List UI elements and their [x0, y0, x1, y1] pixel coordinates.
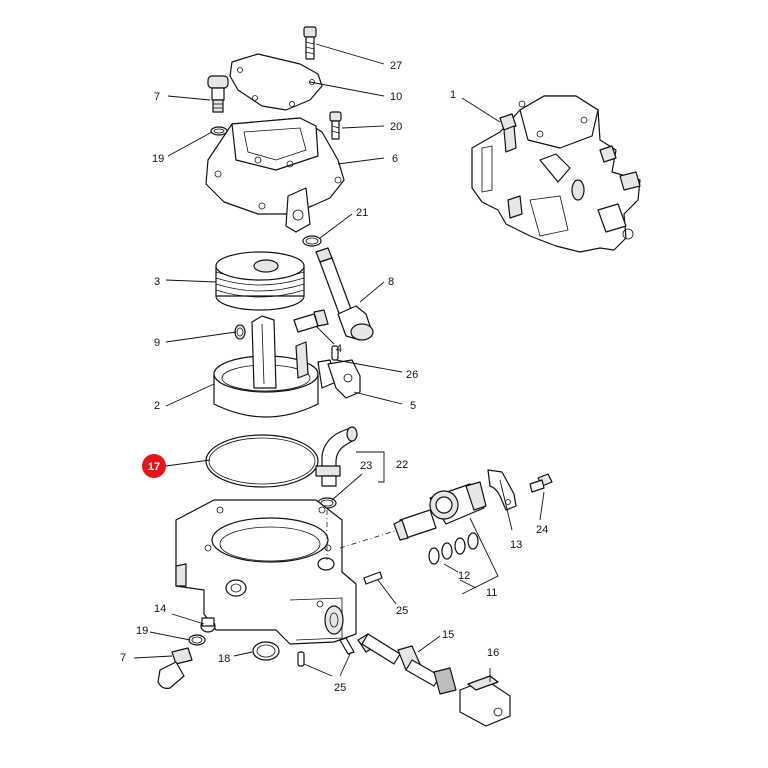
callout-10: 10: [390, 91, 402, 103]
part-21-oring[interactable]: [302, 235, 322, 247]
callout-2: 2: [154, 400, 160, 412]
callout-3: 3: [154, 276, 160, 288]
part-1-assembled-unit[interactable]: [471, 95, 641, 253]
highlight-callout-17[interactable]: 17: [142, 454, 166, 478]
callout-12: 12: [458, 570, 470, 582]
callout-22: 22: [396, 459, 408, 471]
part-24-screw[interactable]: [529, 473, 553, 493]
center-lines: [326, 510, 399, 560]
part-19-oring-top[interactable]: [210, 126, 228, 136]
callout-26: 26: [406, 369, 418, 381]
callout-21: 21: [356, 207, 368, 219]
part-22-elbow-fitting[interactable]: [315, 426, 358, 487]
part-12-orings[interactable]: [428, 532, 479, 565]
callout-8: 8: [388, 276, 394, 288]
part-7-plug-top[interactable]: [207, 75, 229, 113]
part-15-valve-cartridge[interactable]: [357, 633, 457, 695]
part-4-short-bolt[interactable]: [293, 309, 329, 333]
highlight-badge: [142, 454, 166, 478]
part-25-pin-right[interactable]: [363, 571, 383, 585]
part-9-oring[interactable]: [234, 324, 246, 340]
filter-base-housing[interactable]: [175, 499, 357, 645]
callout-19-top: 19: [152, 153, 164, 165]
callout-9: 9: [154, 337, 160, 349]
callout-27: 27: [390, 60, 402, 72]
callout-11: 11: [486, 587, 497, 599]
callout-4: 4: [336, 343, 342, 355]
part-3-filter-element[interactable]: [215, 251, 305, 311]
part-16-connector[interactable]: [459, 675, 511, 727]
part-10-cover-plate[interactable]: [229, 53, 323, 111]
callout-25-right: 25: [396, 605, 408, 617]
callout-24: 24: [536, 524, 548, 536]
callout-13: 13: [510, 539, 522, 551]
part-7-plug-bottom[interactable]: [157, 647, 193, 689]
callout-14: 14: [154, 603, 166, 615]
part-11-solenoid-valve[interactable]: [393, 481, 487, 541]
part-2-bowl[interactable]: [213, 315, 337, 418]
callout-20: 20: [390, 121, 402, 133]
callout-16: 16: [487, 647, 499, 659]
callout-7-top: 7: [154, 91, 160, 103]
callout-17: 17: [148, 461, 160, 473]
callout-15: 15: [442, 629, 454, 641]
callout-6: 6: [392, 153, 398, 165]
part-19-oring-bottom[interactable]: [188, 634, 206, 646]
part-26-pin[interactable]: [331, 345, 339, 361]
callout-19-bottom: 19: [136, 625, 148, 637]
part-6-upper-housing[interactable]: [205, 117, 345, 233]
part-17-large-oring[interactable]: [205, 434, 319, 488]
part-14-plug[interactable]: [200, 617, 216, 633]
part-18-oring[interactable]: [252, 641, 280, 661]
part-5-bracket[interactable]: [327, 359, 361, 399]
callout-25-bottom: 25: [334, 682, 346, 694]
callout-18: 18: [218, 653, 230, 665]
callout-7-bottom: 7: [120, 652, 126, 664]
part-8-long-bolt[interactable]: [315, 247, 374, 341]
leader-lines: [133, 43, 545, 682]
part-25-pins-bottom[interactable]: [297, 637, 355, 667]
callout-23: 23: [360, 460, 372, 472]
callout-labels: 27 10 7 20 19 6 1 21 3 8 9 4 26 2 5 23 2…: [120, 60, 548, 694]
part-27-bolt[interactable]: [303, 26, 317, 60]
callout-1: 1: [450, 89, 456, 101]
callout-5: 5: [410, 400, 416, 412]
part-20-bolt[interactable]: [329, 111, 342, 140]
